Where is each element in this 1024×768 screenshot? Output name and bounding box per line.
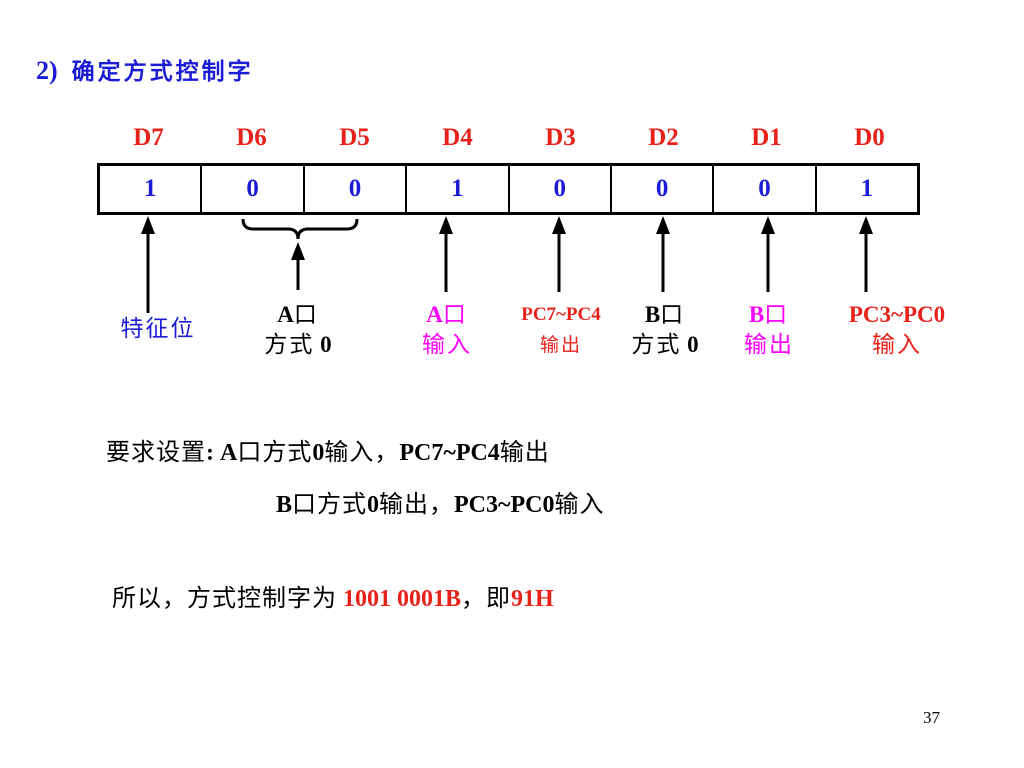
bit-cell-d6: 0 [200,166,302,212]
req-port-a: A [220,440,238,466]
annotation-port-b-direction: B口 输出 [722,300,816,360]
bit-cell-d3: 0 [507,166,610,212]
bit-cell-d4: 1 [405,166,507,212]
requirement-line-2: B口方式0输出，PC3~PC0输入 [276,484,604,519]
port-label: 口 [293,302,319,328]
page-number: 37 [923,708,940,727]
d6-d5-brace [241,218,359,240]
control-word-hex: 91H [511,586,554,612]
req-pc-range: PC7~PC4 [399,440,500,466]
req-mode-number: 0 [312,440,325,466]
arrow-d4-head [439,216,453,234]
req-port-mode: 口方式 [237,438,313,466]
annotation-port-a-direction: A口 输入 [400,300,494,360]
bit-cell-d2: 0 [609,166,712,212]
port-b-letter: B [644,302,661,327]
bit-label-d2: D2 [648,124,679,151]
annotation-feature-bit: 特征位 [95,314,221,344]
conclusion-connector: ，即 [461,584,512,612]
arrow-d6d5-head [291,242,305,260]
req-direction: 输入， [324,438,400,466]
req-pc-direction: 输出 [499,438,550,466]
bit-cell-d0: 1 [814,166,917,212]
output-label: 输出 [539,334,582,356]
port-b-letter: B [748,302,765,327]
annotation-port-a-mode: A口 方式 0 [238,300,358,360]
annotation-pc-high: PC7~PC4 输出 [498,300,624,361]
req-direction: 输出， [379,490,455,518]
input-label: 输入 [872,332,922,358]
bit-label-d6: D6 [236,124,267,151]
conclusion-line: 所以，方式控制字为 1001 0001B，即91H [112,578,554,613]
annotation-port-b-mode: B口 方式 0 [610,300,720,360]
arrow-d2-head [656,216,670,234]
output-label: 输出 [744,332,794,358]
mode-label: 方式 [264,332,315,358]
requirement-line-1: 要求设置: A口方式0输入，PC7~PC4输出 [106,432,550,467]
control-word-binary: 1001 0001B [343,586,462,612]
bit-label-d1: D1 [751,124,782,151]
slide-title: 2) 确定方式控制字 [36,52,254,86]
mode-label: 方式 [631,332,682,358]
bit-label-d5: D5 [339,124,370,151]
req-pc-direction: 输入 [554,490,605,518]
arrow-d1-head [761,216,775,234]
arrow-d7-head [141,216,155,234]
mode-number: 0 [681,332,699,357]
bit-label-d4: D4 [442,124,473,151]
mode-number: 0 [314,332,332,357]
bit-label-d7: D7 [133,124,164,151]
bit-label-d0: D0 [854,124,885,151]
input-label: 输入 [422,332,472,358]
arrow-d0-head [859,216,873,234]
arrow-d3-head [552,216,566,234]
title-text: 确定方式控制字 [71,59,254,85]
control-word-register: 1 0 0 1 0 0 0 1 [97,163,920,215]
conclusion-prefix: 所以，方式控制字为 [112,584,337,612]
requirement-colon: : [206,440,214,466]
req-pc-range: PC3~PC0 [454,492,555,518]
port-a-letter: A [426,302,443,327]
port-label: 口 [442,302,468,328]
req-port-mode: 口方式 [292,490,368,518]
bit-cell-d7: 1 [143,175,157,202]
port-label: 口 [764,302,790,328]
requirement-prefix: 要求设置 [106,438,206,466]
title-number: 2) [36,56,58,85]
annotation-pc-low: PC3~PC0 输入 [826,300,968,360]
bit-cell-d1: 0 [712,166,814,212]
port-label: 口 [660,302,686,328]
req-port-b: B [276,492,293,518]
req-mode-number: 0 [367,492,380,518]
pc-high-label: PC7~PC4 [521,304,601,325]
port-a-letter: A [277,302,294,327]
feature-bit-label: 特征位 [120,316,196,342]
bit-label-d3: D3 [545,124,576,151]
bit-cell-d5: 0 [302,166,405,212]
pc-low-label: PC3~PC0 [848,302,946,327]
